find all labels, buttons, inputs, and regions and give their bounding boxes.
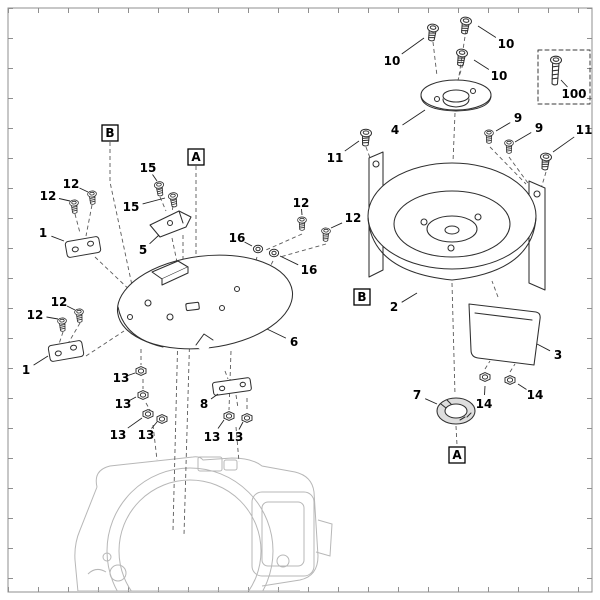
part-number-label: 13 [110,428,127,442]
leader-line [238,421,244,430]
leader-line [552,136,575,153]
flange-part-4 [420,79,492,112]
part-number-label: 12 [345,211,362,225]
part-number-label: 3 [554,348,562,362]
part-number-label: 6 [290,335,298,349]
leader-line [301,208,303,216]
leader-line [127,417,143,429]
part-number-label: 7 [413,388,421,402]
leader-line [279,255,299,266]
part-number-label: 1 [22,363,30,377]
part-number-label: 14 [476,397,493,411]
leader-line [129,396,137,401]
screws-part-15 [153,180,180,209]
part-number-label: 10 [491,69,508,83]
leader-line [79,187,89,193]
leader-line [244,241,253,247]
part-number-label: 12 [40,189,57,203]
leader-line [66,305,76,311]
nuts-part-14 [479,372,516,385]
part-number-label: 8 [200,397,208,411]
leader-line [127,372,136,376]
baseplate-part-6 [116,254,294,353]
part-number-label: 13 [115,397,132,411]
washers-part-16 [252,244,280,258]
part-number-label: 5 [139,243,147,257]
leader-line [473,59,490,70]
leader-line [210,393,219,400]
screw-part-100 [549,55,563,86]
leader-line [402,109,426,126]
part-number-label: 16 [301,263,318,277]
deflector-part-3 [468,303,541,366]
leader-line [151,421,158,429]
leader-line [46,316,59,320]
leader-line [217,419,225,429]
part-number-label: 10 [498,37,515,51]
part-number-label: 14 [527,388,544,402]
leader-line [401,37,425,55]
part-number-label: 4 [391,123,399,137]
part-number-label: 16 [229,231,246,245]
leader-line [142,197,166,205]
part-number-label: 13 [227,430,244,444]
part-number-label: 1 [39,226,47,240]
housing-part-2 [367,151,546,291]
screws-part-10 [425,15,473,68]
part-number-label: 13 [138,428,155,442]
ref-marker-box [101,124,119,142]
mower-deck-ghost [74,456,333,591]
assembly-dashed-lines [58,29,547,536]
part-number-label: 100 [561,87,586,101]
part-number-label: 15 [123,200,140,214]
ref-marker-box [448,446,466,464]
plate-part-8 [212,377,252,396]
part-number-label: 9 [535,121,543,135]
optional-part-box [537,49,591,105]
leader-line [560,79,568,88]
part-number-label: 11 [576,123,593,137]
screws-part-9 [484,129,514,154]
part-number-label: 11 [327,151,344,165]
leader-line [401,292,418,303]
labels-layer: 1010101004991111237141412121151551616121… [22,25,593,464]
leader-line [266,328,287,339]
part-number-label: 9 [514,111,522,125]
ref-marker-letter: A [452,448,462,462]
part-number-label: 12 [27,308,44,322]
leader-line [425,398,438,405]
leader-line [344,140,360,152]
leader-line [330,222,343,229]
part-number-label: 2 [390,300,398,314]
nuts-part-13 [135,366,253,424]
bracket-part-5 [149,210,192,238]
ref-marker-box [187,148,205,166]
part-number-label: 12 [63,177,80,191]
leader-line [536,343,551,352]
leader-line [484,385,486,396]
ref-marker-letter: B [105,126,114,140]
part-number-label: 13 [113,371,130,385]
page-frame [7,7,593,593]
leader-line [33,355,49,366]
leader-line [51,235,65,242]
ref-marker-letter: A [191,150,201,164]
ring-part-7 [436,397,476,425]
part-number-label: 13 [204,430,221,444]
parts-art [47,15,591,425]
leader-line [477,25,497,38]
leader-line [495,122,511,132]
ref-marker-box [353,288,371,306]
part-number-label: 15 [140,161,157,175]
part-number-label: 12 [293,196,310,210]
leader-line [58,198,71,202]
leader-line [152,174,158,182]
leader-line [149,234,160,245]
leader-line [517,383,527,390]
part-number-label: 12 [51,295,68,309]
leader-line [514,132,532,143]
ref-marker-letter: B [357,290,366,304]
part-number-label: 10 [384,54,401,68]
